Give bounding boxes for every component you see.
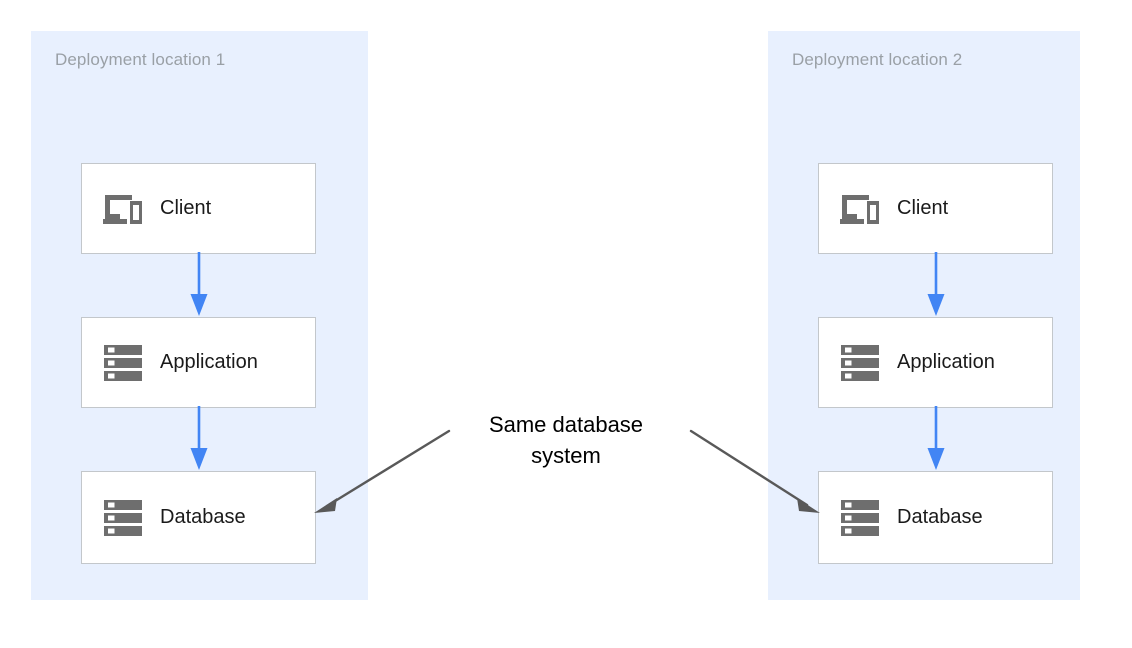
node-database-location-2-label: Database: [897, 506, 983, 528]
node-application-location-1[interactable]: Application: [81, 317, 316, 408]
zone-2-label: Deployment location 2: [792, 50, 963, 69]
annotation-line-2: system: [531, 443, 601, 468]
zone-1-label: Deployment location 1: [55, 50, 226, 69]
flow-arrow-client-to-application-location-1: [190, 252, 208, 316]
node-application-location-2[interactable]: Application: [818, 317, 1053, 408]
annotation-line-1: Same database: [488, 412, 644, 437]
server-icon: [837, 342, 883, 384]
devices-icon: [100, 188, 146, 230]
node-application-location-1-label: Application: [160, 351, 258, 373]
node-client-location-1-label: Client: [160, 197, 212, 219]
flow-arrow-application-to-database-location-2: [927, 406, 945, 470]
flow-arrow-application-to-database-location-1: [190, 406, 208, 470]
flow-arrow-client-to-application-location-2: [927, 252, 945, 316]
node-client-location-1[interactable]: Client: [81, 163, 316, 254]
node-client-location-2[interactable]: Client: [818, 163, 1053, 254]
node-application-location-2-label: Application: [897, 351, 995, 373]
devices-icon: [837, 188, 883, 230]
server-icon: [100, 342, 146, 384]
callout-arrow-to-database-location-1: [314, 429, 451, 513]
node-database-location-1-label: Database: [160, 506, 246, 528]
server-icon: [100, 497, 146, 539]
node-database-location-1[interactable]: Database: [81, 471, 316, 564]
annotation-same-database-system: Same database system: [446, 409, 686, 471]
node-database-location-2[interactable]: Database: [818, 471, 1053, 564]
server-icon: [837, 497, 883, 539]
callout-arrow-to-database-location-2: [689, 429, 820, 513]
node-client-location-2-label: Client: [897, 197, 949, 219]
